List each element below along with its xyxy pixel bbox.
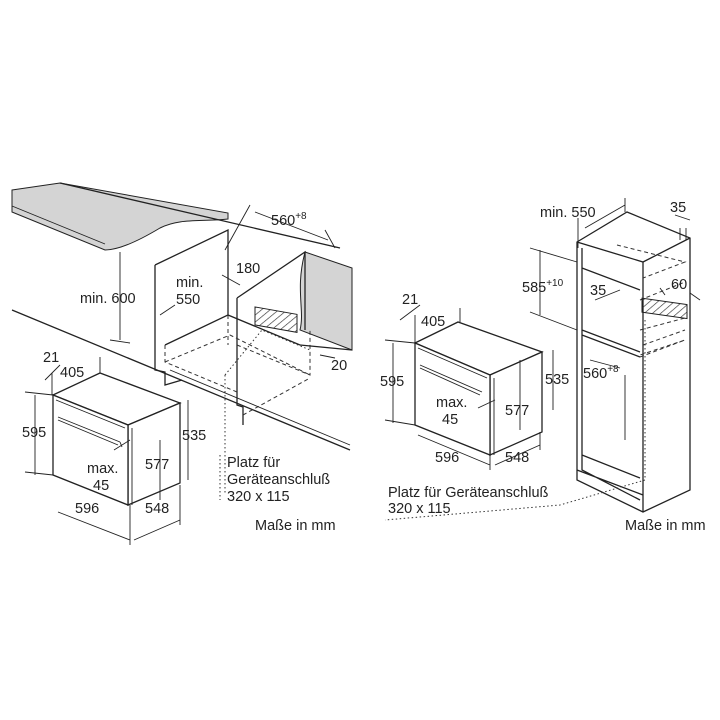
- dim-min-label: min.: [176, 275, 203, 291]
- right-dimension-labels: min. 550 35 585+10 35 60 560+8 21 405 59…: [380, 200, 706, 534]
- dim-min-600: min. 600: [80, 291, 136, 307]
- dim-577: 577: [145, 457, 169, 473]
- dim-35-top: 35: [670, 200, 686, 216]
- dim-180: 180: [236, 261, 260, 277]
- dim-max-label: max.: [87, 461, 118, 477]
- right-tall-cabinet-drawing: [384, 198, 701, 521]
- dim-596: 596: [75, 501, 99, 517]
- dim-595: 595: [380, 374, 404, 390]
- dim-535: 535: [545, 372, 569, 388]
- dim-min-550: min. 550: [540, 205, 596, 221]
- connection-label-2: Geräteanschluß: [227, 472, 330, 488]
- connection-label-1: Platz für: [227, 455, 280, 471]
- connection-area-hatched: [254, 306, 298, 333]
- countertop-right: [299, 251, 353, 351]
- dim-548: 548: [505, 450, 529, 466]
- dim-550: 550: [176, 292, 200, 308]
- connection-label: Platz für Geräteanschluß: [388, 485, 549, 501]
- connection-size: 320 x 115: [388, 501, 451, 517]
- dim-596: 596: [435, 450, 459, 466]
- dim-max-label: max.: [436, 395, 467, 411]
- dim-45: 45: [93, 478, 109, 494]
- connection-area-hatched-right: [641, 297, 688, 320]
- left-dimension-labels: 560+8 min. 600 min. 550 180 20 21 405 59…: [22, 211, 347, 534]
- dim-405: 405: [60, 365, 84, 381]
- dim-585: 585+10: [522, 278, 564, 296]
- dim-405: 405: [421, 314, 445, 330]
- dim-21: 21: [402, 292, 418, 308]
- dim-535: 535: [182, 428, 206, 444]
- units-label: Maße in mm: [625, 518, 706, 534]
- dim-595: 595: [22, 425, 46, 441]
- dim-577: 577: [505, 403, 529, 419]
- tall-cabinet: [576, 211, 691, 513]
- dim-560: 560+8: [583, 364, 619, 382]
- dim-60: 60: [671, 277, 687, 293]
- right-oven: [413, 321, 544, 456]
- dim-21: 21: [43, 350, 59, 366]
- left-oven: [51, 372, 182, 506]
- units-label: Maße in mm: [255, 518, 336, 534]
- connection-size: 320 x 115: [227, 489, 290, 505]
- dim-548: 548: [145, 501, 169, 517]
- left-undercounter-drawing: [11, 182, 353, 545]
- countertop: [11, 182, 229, 251]
- dim-20: 20: [331, 358, 347, 374]
- dim-45: 45: [442, 412, 458, 428]
- dim-560: 560+8: [271, 211, 307, 229]
- dim-35-mid: 35: [590, 283, 606, 299]
